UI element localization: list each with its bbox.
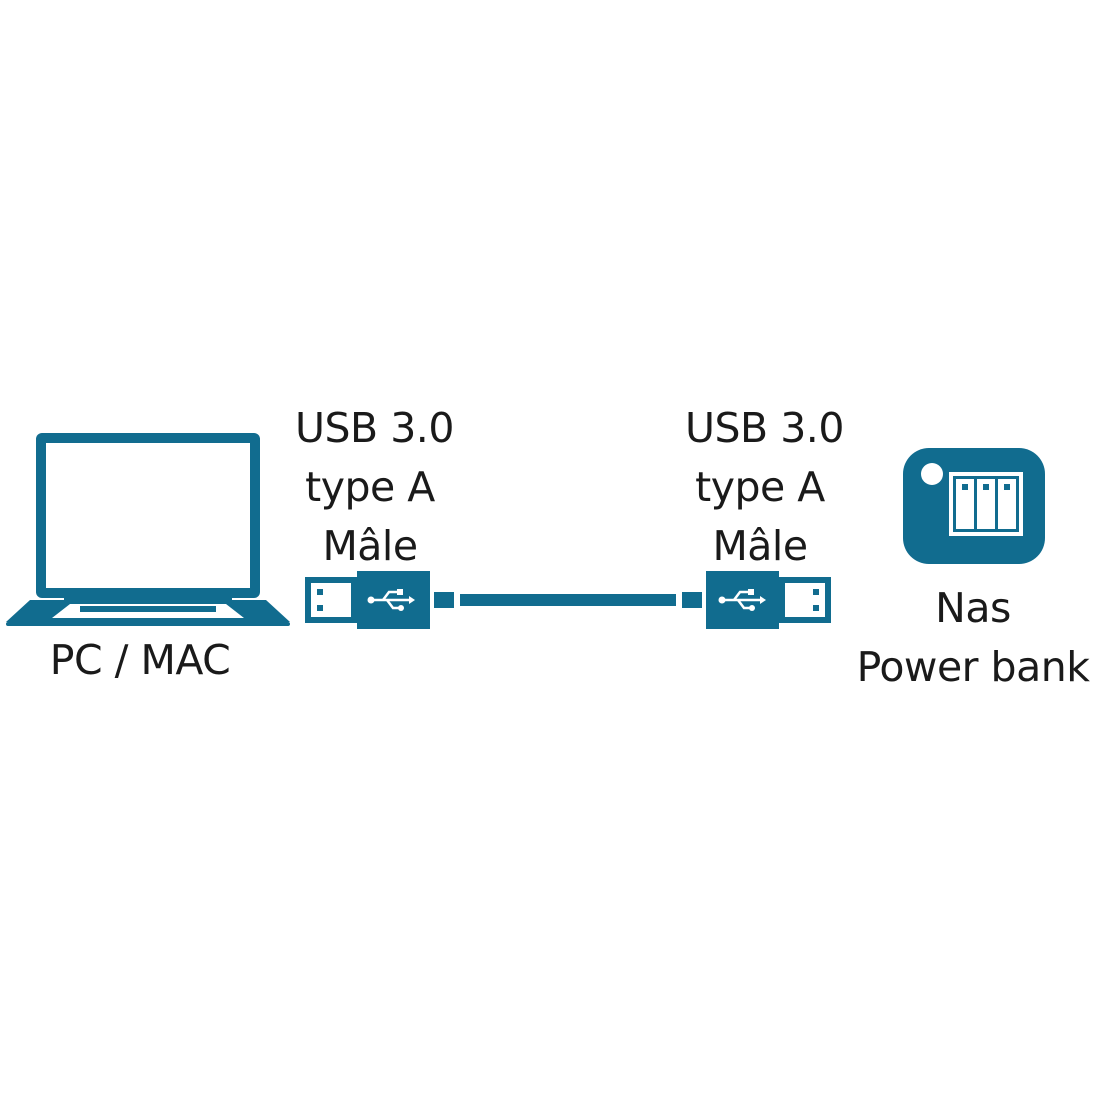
right-connector-line2: type A: [695, 463, 825, 511]
right-connector-line3: Mâle: [712, 522, 808, 570]
usb-symbol-icon: [718, 589, 766, 611]
right-connector-line1: USB 3.0: [685, 404, 844, 452]
left-usb-plug: [305, 571, 454, 629]
laptop-icon: [6, 433, 290, 626]
left-connector-line1: USB 3.0: [295, 404, 454, 452]
left-connector-line2: type A: [305, 463, 435, 511]
usb-symbol-icon: [367, 589, 415, 611]
nas-label-line1: Nas: [935, 584, 1011, 632]
nas-icon: [903, 448, 1045, 564]
cable: [460, 594, 676, 606]
right-usb-plug: [682, 571, 831, 629]
pc-label: PC / MAC: [49, 636, 231, 684]
left-connector-line3: Mâle: [322, 522, 418, 570]
nas-label-line2: Power bank: [856, 643, 1090, 691]
